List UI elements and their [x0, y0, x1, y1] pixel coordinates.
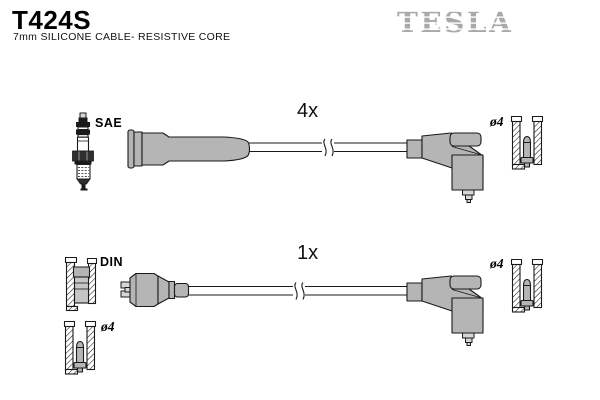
terminal-cross-section-icon-bottom-left	[63, 320, 97, 375]
distributor-plug-icon	[120, 272, 190, 308]
quantity-label-top: 4x	[297, 100, 319, 122]
elbow-boot-icon-bottom	[406, 275, 484, 347]
tesla-logo: TESLA	[397, 6, 513, 39]
cable-break-icon	[323, 138, 334, 157]
cable-description: 7mm SILICONE CABLE- RESISTIVE CORE	[13, 31, 231, 43]
spark-plug-icon	[72, 112, 94, 191]
cable-top	[249, 138, 407, 157]
diameter-label-bottom-right: ø4	[490, 256, 504, 271]
diameter-label-top-right: ø4	[490, 114, 504, 129]
elbow-boot-icon-top	[406, 132, 484, 204]
cable-bottom	[188, 282, 407, 300]
terminal-cross-section-icon-bottom-right	[510, 258, 544, 313]
part-number: T424S	[12, 5, 92, 35]
diameter-label-bottom-left: ø4	[101, 319, 115, 334]
brand-text: TESLA	[397, 6, 513, 39]
quantity-label-bottom: 1x	[297, 242, 319, 264]
din-terminal-cross-section-icon	[64, 256, 98, 312]
sae-label: SAE	[95, 116, 123, 130]
din-label: DIN	[100, 255, 124, 269]
cable-break-icon	[294, 282, 305, 300]
terminal-cross-section-icon-top-right	[510, 115, 544, 170]
straight-boot-icon	[127, 129, 251, 169]
